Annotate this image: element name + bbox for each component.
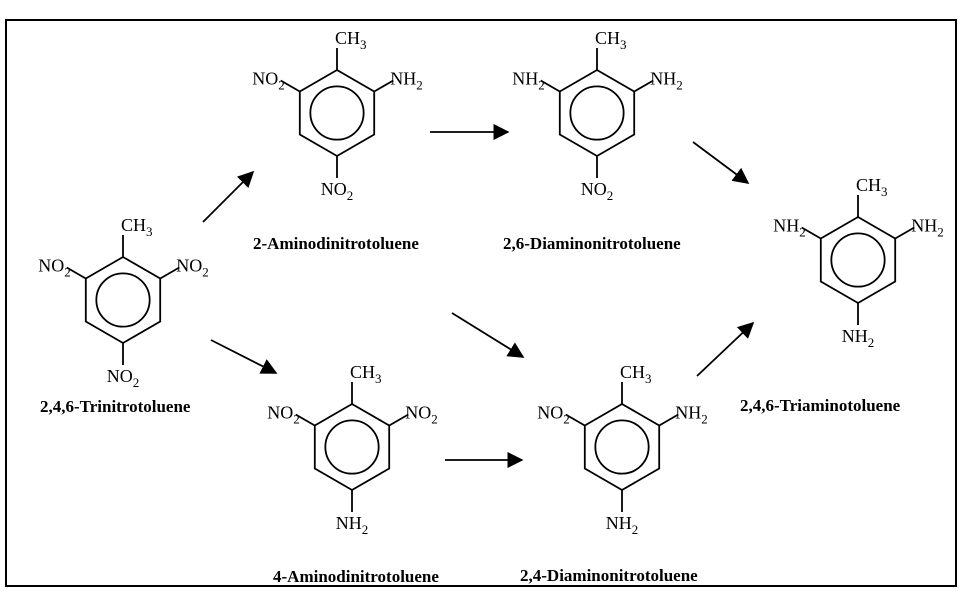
substituent-top: CH3 (335, 28, 367, 52)
compound-name-26dant: 2,6-Diaminonitrotoluene (503, 234, 681, 253)
bond-upper-left (801, 226, 822, 240)
substituent-bottom: NO2 (581, 179, 614, 203)
substituent-upper-right: NO2 (405, 403, 438, 427)
bond-upper-right (373, 79, 394, 93)
substituent-bottom: NH2 (606, 513, 639, 537)
arrow-tnt-to-2adnt (202, 170, 255, 223)
substituent-upper-left: NH2 (773, 216, 806, 240)
compound-name-4adnt: 4-Aminodinitrotoluene (273, 567, 439, 586)
arrow-tnt-to-4adnt (210, 339, 278, 374)
bond-upper-right (633, 79, 654, 93)
substituent-top: CH3 (595, 28, 627, 52)
substituent-upper-right: NH2 (911, 216, 944, 240)
aromatic-circle (830, 232, 886, 288)
substituent-upper-right: NO2 (176, 256, 209, 280)
compound-name-tnt: 2,4,6-Trinitrotoluene (40, 397, 191, 416)
aromatic-circle (594, 419, 650, 475)
diagram-frame (5, 19, 957, 587)
aromatic-circle (569, 85, 625, 141)
substituent-bottom: NO2 (107, 366, 140, 390)
aromatic-circle (309, 85, 365, 141)
substituent-upper-left: NO2 (537, 403, 570, 427)
bond-upper-right (159, 266, 180, 280)
substituent-upper-left: NO2 (38, 256, 71, 280)
substituent-top: CH3 (350, 362, 382, 386)
aromatic-circle (95, 272, 151, 328)
substituent-top: CH3 (856, 175, 888, 199)
substituent-upper-right: NH2 (390, 69, 423, 93)
substituent-top: CH3 (121, 215, 153, 239)
arrow-24dant-to-tat (696, 321, 755, 377)
arrow-2adnt-to-24dant (451, 312, 525, 358)
bond-upper-left (280, 79, 301, 93)
substituent-upper-right: NH2 (675, 403, 708, 427)
substituent-upper-left: NO2 (267, 403, 300, 427)
aromatic-circle (324, 419, 380, 475)
substituent-upper-left: NH2 (512, 69, 545, 93)
substituent-bottom: NH2 (842, 326, 875, 350)
compound-name-2adnt: 2-Aminodinitrotoluene (253, 234, 419, 253)
bond-upper-left (295, 413, 316, 427)
bond-upper-right (658, 413, 679, 427)
compound-name-24dant: 2,4-Diaminonitrotoluene (520, 566, 698, 585)
substituent-top: CH3 (620, 362, 652, 386)
compound-name-tat: 2,4,6-Triaminotoluene (740, 396, 901, 415)
arrow-26dant-to-tat (692, 141, 750, 184)
substituent-upper-left: NO2 (252, 69, 285, 93)
bond-upper-right (388, 413, 409, 427)
substituent-bottom: NO2 (321, 179, 354, 203)
substituent-bottom: NH2 (336, 513, 369, 537)
bond-upper-left (565, 413, 586, 427)
reaction-arrows (202, 123, 755, 469)
bond-upper-left (540, 79, 561, 93)
bond-upper-left (66, 266, 87, 280)
bond-upper-right (894, 226, 915, 240)
substituent-upper-right: NH2 (650, 69, 683, 93)
